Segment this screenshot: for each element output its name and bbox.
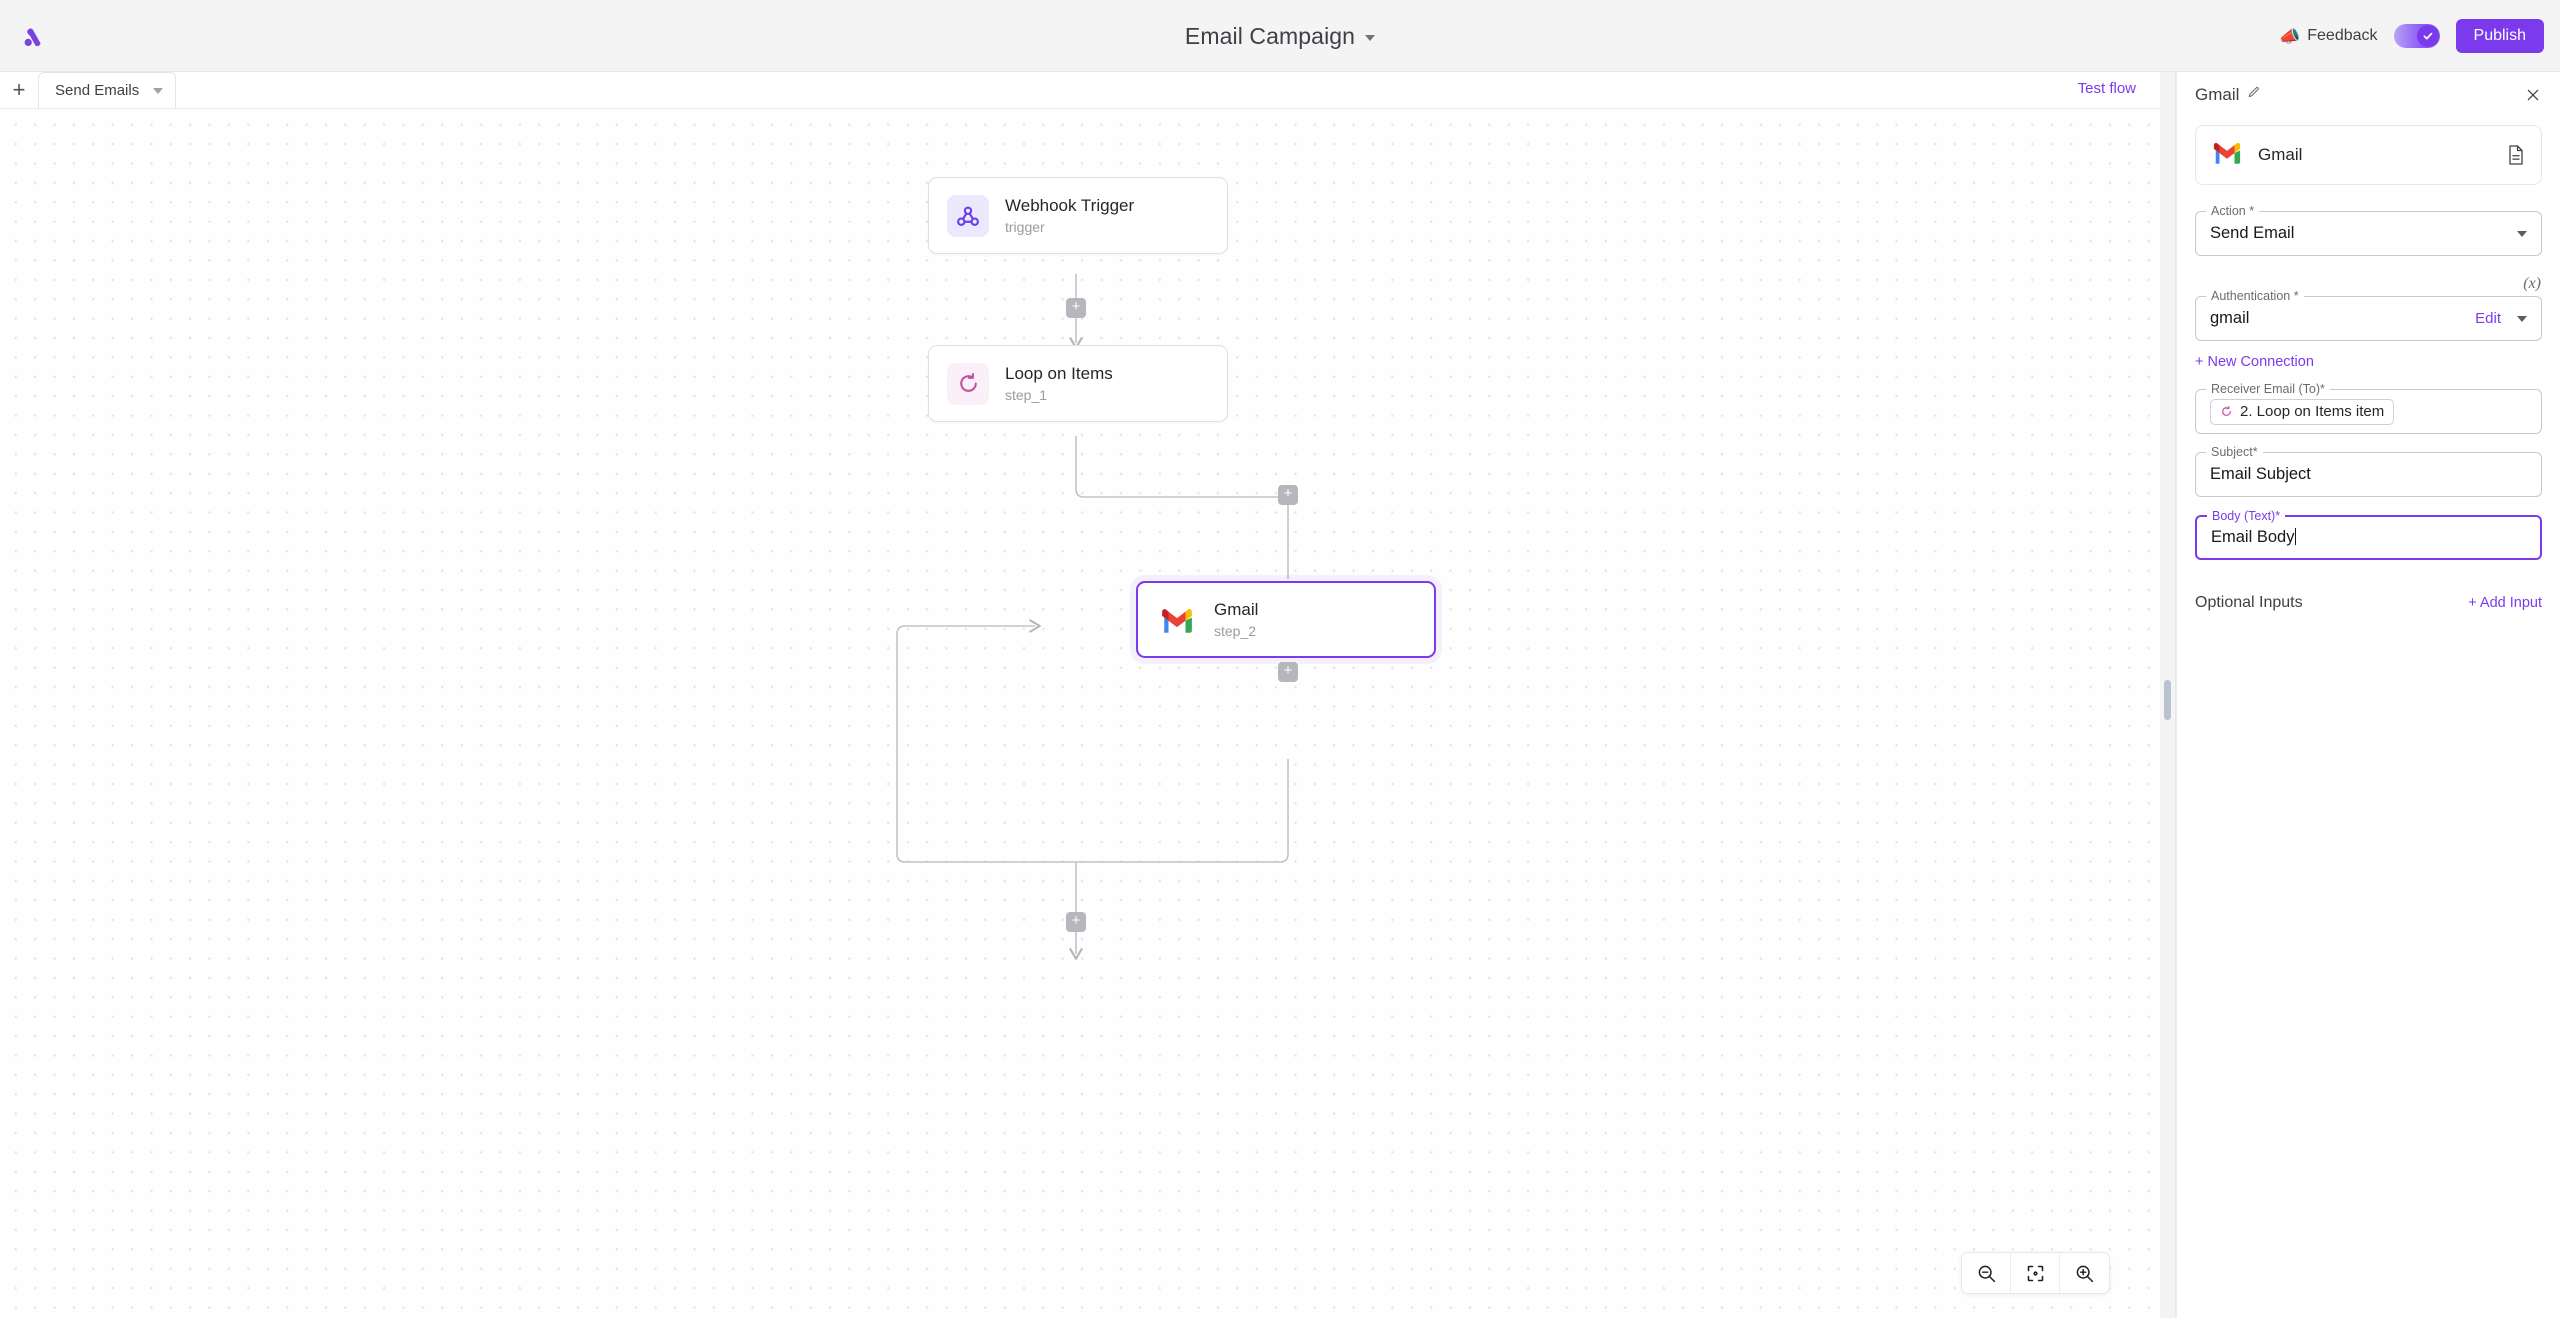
node-loop-on-items[interactable]: Loop on Items step_1 — [928, 345, 1228, 422]
page-title: Email Campaign — [1184, 22, 1356, 49]
top-bar: Email Campaign 📣 Feedback Publish — [0, 0, 2560, 72]
publish-button[interactable]: Publish — [2455, 19, 2544, 53]
panel-header: Gmail — [2177, 72, 2560, 117]
publish-toggle[interactable] — [2393, 24, 2440, 48]
receiver-email-label: Receiver Email (To)* — [2206, 382, 2330, 396]
document-icon[interactable] — [2507, 144, 2525, 171]
node-text: Webhook Trigger trigger — [1005, 196, 1134, 235]
flow-tab-bar: + Send Emails Test flow — [0, 72, 2160, 109]
megaphone-icon: 📣 — [2279, 26, 2301, 46]
panel-gutter — [2160, 72, 2176, 1318]
zoom-in-button[interactable] — [2060, 1253, 2109, 1293]
step-settings-panel: Gmail Gmail — [2176, 72, 2560, 1318]
node-title: Webhook Trigger — [1005, 196, 1135, 215]
chevron-down-icon[interactable] — [153, 87, 164, 94]
variable-insert-icon[interactable]: (x) — [2523, 275, 2541, 292]
subject-field[interactable]: Subject* Email Subject — [2195, 445, 2542, 497]
flow-canvas[interactable]: Webhook Trigger trigger + Loop on Items … — [0, 109, 2160, 1318]
canvas-scrollbar[interactable] — [2164, 680, 2171, 720]
node-text: Loop on Items step_1 — [1005, 364, 1113, 403]
webhook-icon — [947, 194, 989, 237]
fit-view-button[interactable] — [2011, 1253, 2060, 1293]
flow-connectors — [896, 274, 1289, 960]
feedback-button[interactable]: 📣 Feedback — [2279, 27, 2377, 45]
test-flow-button[interactable]: Test flow — [2077, 80, 2136, 97]
gmail-icon — [2212, 141, 2242, 169]
add-step-button[interactable]: + — [1066, 298, 1086, 318]
flow-title-group[interactable]: Email Campaign — [0, 0, 2560, 72]
authentication-value: gmail — [2210, 309, 2250, 327]
node-subtitle: step_1 — [1005, 387, 1048, 403]
add-step-button[interactable]: + — [1278, 662, 1298, 682]
node-gmail[interactable]: Gmail step_2 — [1136, 581, 1436, 658]
node-text: Gmail step_2 — [1214, 600, 1258, 639]
variable-chip-loop-item[interactable]: 2. Loop on Items item — [2210, 398, 2395, 425]
subject-value: Email Subject — [2210, 465, 2311, 483]
zoom-controls — [1961, 1252, 2110, 1294]
authentication-label: Authentication * — [2206, 289, 2304, 303]
body-text-value: Email Body — [2211, 528, 2295, 546]
gmail-icon — [1156, 599, 1198, 641]
node-subtitle: trigger — [1005, 219, 1045, 235]
body-text-label: Body (Text)* — [2207, 509, 2286, 523]
tab-label: Send Emails — [55, 82, 140, 99]
node-title: Gmail — [1214, 600, 1259, 619]
chevron-down-icon[interactable] — [2517, 316, 2527, 322]
add-input-button[interactable]: + Add Input — [2468, 595, 2542, 611]
add-step-button[interactable]: + — [1278, 485, 1298, 505]
body-text-field[interactable]: Body (Text)* Email Body — [2195, 509, 2542, 560]
panel-body: Gmail Action * Send Email (x) Authentica… — [2177, 117, 2560, 612]
authentication-select[interactable]: (x) Authentication * gmail Edit — [2195, 275, 2542, 341]
chevron-down-icon[interactable] — [2517, 231, 2527, 237]
feedback-label: Feedback — [2307, 27, 2378, 44]
optional-inputs-label: Optional Inputs — [2195, 594, 2303, 611]
subject-label: Subject* — [2206, 445, 2263, 459]
action-label: Action * — [2206, 204, 2260, 218]
close-icon[interactable] — [2522, 84, 2544, 106]
check-icon — [2423, 32, 2432, 40]
action-select[interactable]: Action * Send Email — [2195, 204, 2542, 256]
node-webhook-trigger[interactable]: Webhook Trigger trigger — [928, 177, 1228, 254]
toggle-knob — [2416, 25, 2439, 47]
loop-icon — [947, 362, 989, 405]
receiver-email-field[interactable]: Receiver Email (To)* 2. Loop on Items it… — [2195, 382, 2542, 434]
chevron-down-icon[interactable] — [1365, 35, 1376, 41]
optional-inputs-row: Optional Inputs + Add Input — [2195, 594, 2542, 612]
node-title: Loop on Items — [1005, 364, 1113, 383]
app-logo[interactable] — [12, 16, 54, 58]
app-name: Gmail — [2258, 145, 2303, 164]
app-card-gmail[interactable]: Gmail — [2195, 125, 2542, 185]
edit-connection-link[interactable]: Edit — [2475, 310, 2501, 327]
add-step-button[interactable]: + — [1066, 912, 1086, 932]
action-value: Send Email — [2210, 224, 2295, 242]
add-flow-button[interactable]: + — [12, 77, 26, 102]
app-logo-icon — [24, 28, 41, 47]
tab-send-emails[interactable]: Send Emails — [38, 72, 177, 108]
loop-icon — [2222, 405, 2231, 416]
chip-label: 2. Loop on Items item — [2240, 403, 2385, 420]
pencil-icon[interactable] — [2247, 86, 2260, 104]
topbar-actions: 📣 Feedback Publish — [2279, 0, 2544, 72]
node-subtitle: step_2 — [1214, 623, 1257, 639]
panel-title: Gmail — [2195, 84, 2240, 104]
zoom-out-button[interactable] — [1962, 1253, 2011, 1293]
new-connection-link[interactable]: + New Connection — [2195, 354, 2314, 370]
